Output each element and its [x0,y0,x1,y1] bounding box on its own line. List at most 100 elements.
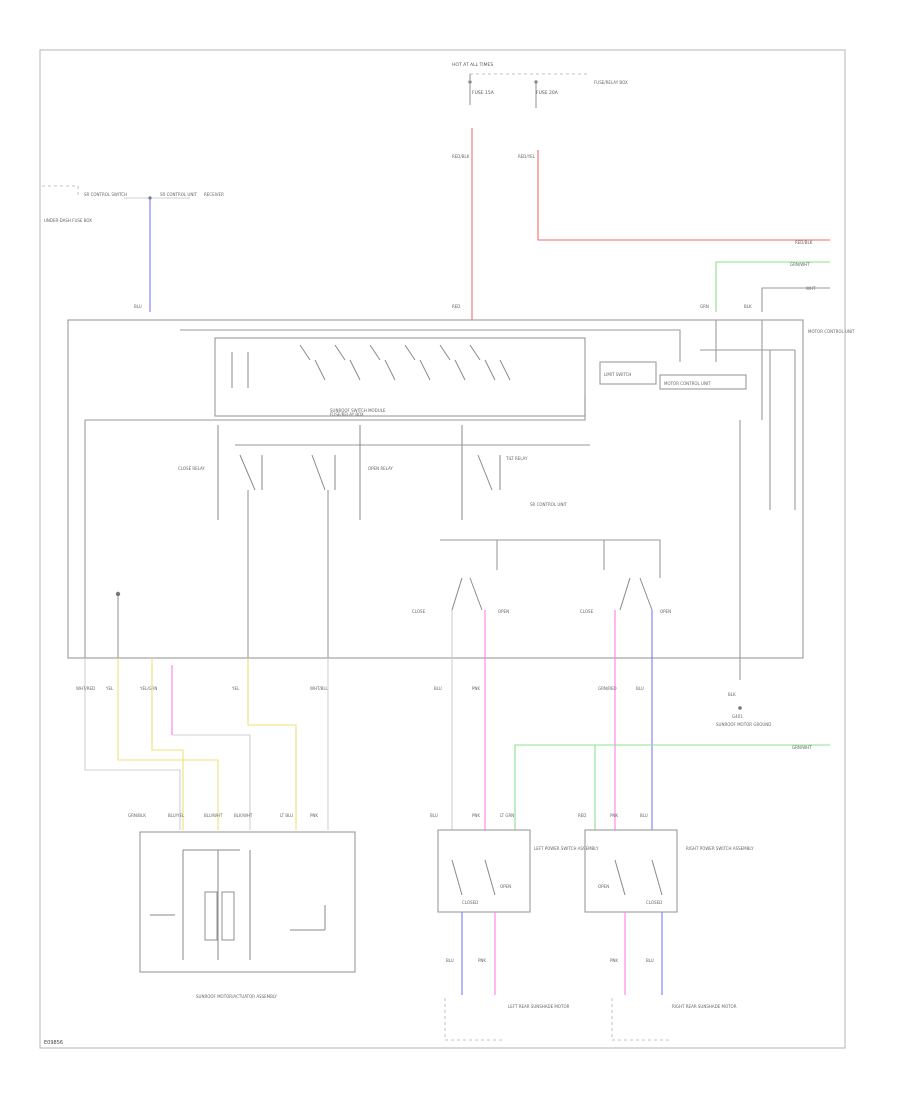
wire-label-25: LT GRN [500,813,514,818]
hot-label: HOT AT ALL TIMES [452,62,493,68]
left-switch-contacts [451,859,496,896]
actuator-box [139,831,356,973]
green-wire-bottom [514,744,830,830]
bus-label: FUSE/RELAY BOX [330,412,364,417]
open-relay [311,425,361,520]
wire-label-17: GRN/BLK [128,813,146,818]
switch-contacts [231,344,511,388]
right-motor-label: RIGHT REAR SUNSHADE MOTOR [672,1004,737,1009]
red-wire-right [537,150,830,241]
under-dash-label: UNDER-DASH FUSE BOX [44,218,92,223]
ground-desc: SUNROOF MOTOR GROUND [716,722,771,727]
wire-label-11: WHT/BLU [310,686,329,691]
harness-gray-1 [84,658,181,830]
open-b-label: OPEN [660,609,671,614]
tilt-relay [461,425,501,520]
receiver-label: RECEIVER [204,192,224,197]
harness-yellow-1 [117,658,219,830]
relay-bus [85,395,586,421]
wire-label-15: BLU [636,686,644,691]
green-wire-top [715,261,830,312]
wire-label-20: BLK/WHT [234,813,253,818]
wire-label-3: GRN [700,304,709,309]
motor-control-box [659,374,747,390]
right-motor-outline [611,998,672,1041]
right-switch-label: RIGHT POWER SWITCH ASSEMBLY [686,846,754,851]
right-open-label: OPEN [598,884,609,889]
fuse-a-label: FUSE 15A [472,90,495,96]
actuator-internals [150,849,326,960]
wire-label-2: RED/YEL [518,154,536,159]
ground-node [738,706,742,710]
left-motor-label: LEFT REAR SUNSHADE MOTOR [508,1004,570,1009]
control-label: SR CONTROL UNIT [530,502,567,507]
wire-label-4: BLK [744,304,752,309]
close-b-label: CLOSE [580,609,594,614]
close-a-label: CLOSE [412,609,426,614]
wire-label-29: BLU [446,958,454,963]
close-relay [217,425,263,520]
left-switch-box [437,829,531,913]
limit-switch-label: LIMIT SWITCH [604,372,631,377]
wire-label-27: PNK [610,813,618,818]
harness-gray-2 [172,734,251,830]
left-closed-label: CLOSED [462,900,478,905]
close-relay-label: CLOSE RELAY [178,466,205,471]
grn-conn2-label: GRN/WHT [792,745,812,750]
actuator-label: SUNROOF MOTOR/ACTUATOR ASSEMBLY [196,994,278,999]
wht-conn-label: WHT [806,286,816,291]
grn-conn-label: GRN/WHT [790,262,810,267]
wire-label-14: GRN/RED [598,686,617,691]
switch-pair-b [619,577,653,611]
wire-label-6: RED [452,304,460,309]
wire-label-8: YEL [105,686,114,691]
open-relay-label: OPEN RELAY [368,466,393,471]
left-open-label: OPEN [500,884,511,889]
left-switch-label: LEFT POWER SWITCH ASSEMBLY [534,846,599,851]
tilt-relay-label: TILT RELAY [505,456,528,461]
switch-module-label: SUNROOF SWITCH MODULE [330,408,386,413]
wire-label-26: RED [578,813,586,818]
internal-bus-top [180,329,681,362]
switch-pair-a [451,577,483,611]
fuse-box-label: FUSE/RELAY BOX [594,80,628,85]
wire-label-28: BLU [640,813,648,818]
wire-label-31: PNK [610,958,618,963]
left-motor-outline [444,998,505,1041]
wire-label-13: PNK [472,686,480,691]
wire-label-19: BLU/WHT [204,813,223,818]
harness-yellow-3 [247,658,297,830]
lower-bus [440,539,661,578]
wire-label-12: BLU [434,686,442,691]
wire-label-9: YEL/GRN [139,686,157,691]
sr-unit-label: SR CONTROL UNIT [160,192,197,197]
wire-label-24: PNK [472,813,480,818]
left-node [115,591,121,597]
limit-switch-box [599,361,657,385]
red-conn-label: RED/BLK [795,240,813,245]
control-unit-box [67,319,804,659]
fuse-b-label: FUSE 20A [536,90,559,96]
wire-label-22: PNK [310,813,318,818]
motor-control-label: MOTOR CONTROL UNIT [664,381,711,386]
wire-label-16: BLK [728,692,736,697]
right-closed-label: CLOSED [646,900,662,905]
control-unit-right-label: MOTOR CONTROL UNIT [808,329,855,334]
sr-switch-label: SR CONTROL SWITCH [84,192,127,197]
sr-switch-outline [42,185,79,196]
wire-label-32: BLU [646,958,654,963]
wire-label-21: LT BLU [280,813,293,818]
wire-label-30: PNK [478,958,486,963]
diagram-frame [39,49,846,1049]
black-wire-top [761,287,830,312]
open-a-label: OPEN [498,609,509,614]
right-switch-contacts [614,859,663,896]
harness-yellow-2 [151,658,184,830]
wire-label-7: WHT/RED [76,686,95,691]
wire-label-18: BLU/YEL [168,813,185,818]
wire-label-23: BLU [430,813,438,818]
switch-module-box [214,337,586,417]
ground-label: G401 [732,714,743,719]
wire-label-10: YEL [231,686,240,691]
